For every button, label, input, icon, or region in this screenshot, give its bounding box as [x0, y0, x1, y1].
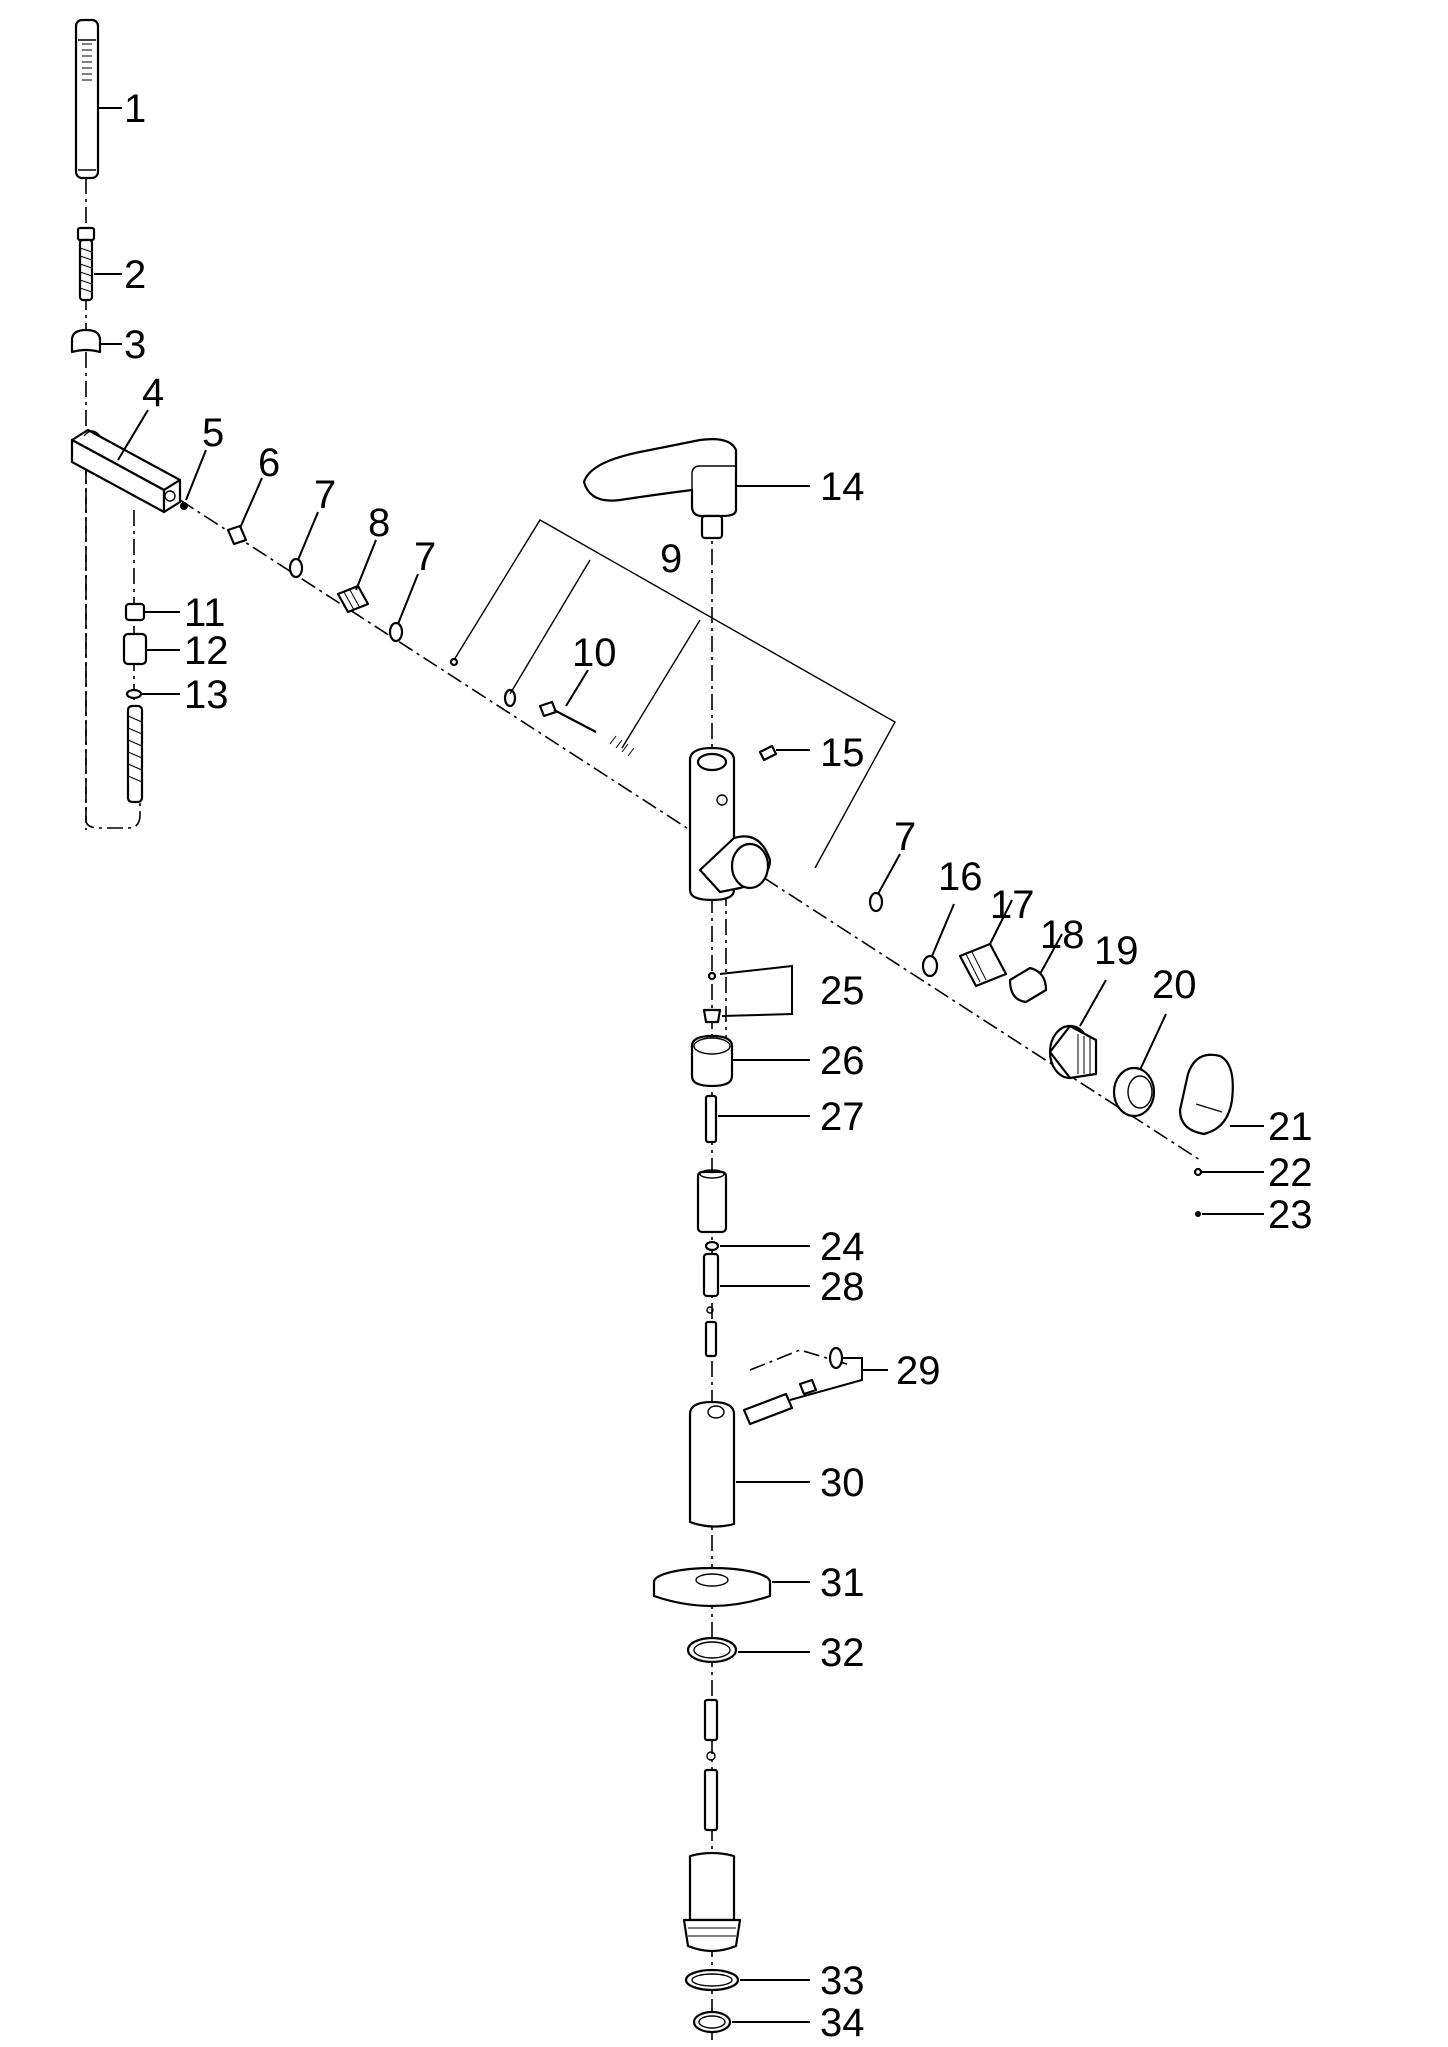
- part-spout-14: [582, 438, 738, 540]
- part-screw-15: [758, 744, 778, 762]
- part-bolt-27: [704, 1094, 718, 1144]
- callout-7a: 7: [314, 473, 336, 517]
- part-hose: [126, 704, 144, 804]
- callout-22: 22: [1268, 1151, 1313, 1195]
- callout-30: 30: [820, 1461, 865, 1505]
- part-hand-shower: [74, 18, 100, 180]
- callout-32: 32: [820, 1631, 865, 1675]
- callout-34: 34: [820, 2001, 865, 2045]
- callout-13: 13: [184, 673, 229, 717]
- part-clip: [70, 328, 102, 354]
- part-ring-24: [704, 1240, 720, 1252]
- callout-6: 6: [258, 441, 280, 485]
- callout-17: 17: [990, 883, 1035, 927]
- callout-14: 14: [820, 465, 865, 509]
- part-nut-11: [124, 602, 146, 622]
- part-valve-head-26: [690, 1034, 734, 1088]
- part-indicator-22: [1193, 1167, 1203, 1177]
- callout-10: 10: [572, 631, 617, 675]
- part-base-fitting: [682, 1851, 742, 1953]
- part-hose-connector: [76, 226, 96, 302]
- callout-16: 16: [938, 855, 983, 899]
- part-o-ring-34: [692, 2010, 732, 2034]
- part-shower-holder: [70, 428, 182, 514]
- callout-4: 4: [142, 371, 164, 415]
- callout-7b: 7: [414, 535, 436, 579]
- callout-15: 15: [820, 731, 865, 775]
- callout-11: 11: [184, 591, 226, 635]
- callout-24: 24: [820, 1225, 865, 1269]
- part-cap-18: [1008, 966, 1048, 1004]
- callout-3: 3: [124, 323, 146, 367]
- part-ring-16: [921, 954, 939, 978]
- part-screw-5: [180, 502, 188, 510]
- callout-20: 20: [1152, 963, 1197, 1007]
- callout-9: 9: [660, 537, 682, 581]
- callout-23: 23: [1268, 1193, 1313, 1237]
- part-o-ring-33: [684, 1968, 740, 1992]
- part-o-ring-32: [686, 1636, 738, 1664]
- callout-27: 27: [820, 1095, 865, 1139]
- callout-12: 12: [184, 629, 229, 673]
- callout-5: 5: [202, 411, 224, 455]
- part-cartridge-17: [958, 942, 1008, 988]
- part-column-30: [688, 1400, 736, 1528]
- part-lever-screw-29: [742, 1346, 844, 1426]
- leader-lines: [94, 107, 1264, 2023]
- part-group-9: [449, 519, 896, 869]
- callout-1: 1: [124, 87, 146, 131]
- part-spindle-10: [538, 700, 635, 757]
- part-handle-21: [1178, 1053, 1234, 1136]
- part-sleeve-12: [122, 632, 148, 666]
- callout-26: 26: [820, 1039, 865, 1083]
- part-o-rings-7: [288, 557, 884, 913]
- callout-28: 28: [820, 1265, 865, 1309]
- part-thermostat-19: [1048, 1024, 1098, 1080]
- part-ring-20: [1112, 1066, 1156, 1118]
- part-insert-8: [336, 584, 370, 614]
- part-sleeve: [696, 1169, 728, 1234]
- callout-29: 29: [896, 1349, 941, 1393]
- part-screws-25: [702, 971, 722, 1024]
- part-screw-23: [1195, 1211, 1201, 1217]
- callout-numbers: 1 2 3 4 5 6 7 8 7 9 10 11 12 13 14 15 7 …: [124, 87, 1313, 2045]
- callout-18: 18: [1040, 913, 1085, 957]
- callout-31: 31: [820, 1561, 865, 1605]
- callout-25: 25: [820, 969, 865, 1013]
- part-washer-13: [125, 688, 143, 700]
- part-mixer-body: [688, 746, 772, 902]
- part-lower-rods: [703, 1698, 719, 1832]
- callout-7c: 7: [894, 815, 916, 859]
- callout-19: 19: [1094, 929, 1139, 973]
- part-rod-28: [702, 1252, 720, 1358]
- callout-21: 21: [1268, 1105, 1313, 1149]
- part-nipple-6: [226, 524, 248, 546]
- part-base-plate-31: [652, 1566, 772, 1608]
- callout-2: 2: [124, 253, 146, 297]
- callout-33: 33: [820, 1959, 865, 2003]
- callout-8: 8: [368, 501, 390, 545]
